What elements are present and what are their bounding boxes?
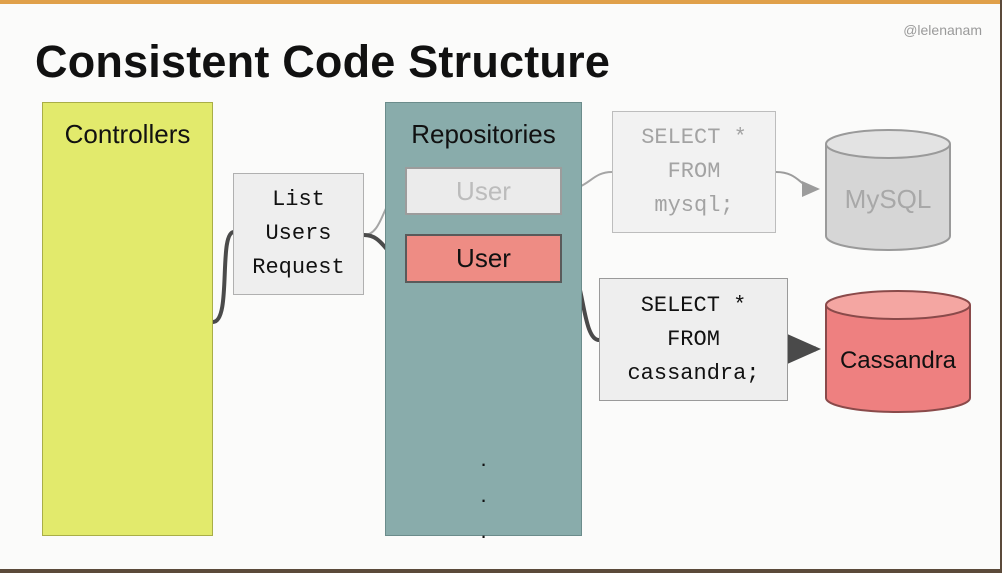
user-repository-mysql: User xyxy=(405,167,562,215)
cassandra-label: Cassandra xyxy=(839,346,957,374)
user-repository-cassandra: User xyxy=(405,234,562,283)
connector-sql-mysql-db xyxy=(775,171,820,197)
mysql-label: MySQL xyxy=(844,183,932,214)
mysql-query-box: SELECT * FROM mysql; xyxy=(612,111,776,233)
connector-controllers-request xyxy=(212,230,235,324)
more-repositories-ellipsis: . . . xyxy=(480,446,487,543)
controllers-label: Controllers xyxy=(64,119,191,149)
repositories-label: Repositories xyxy=(411,119,556,149)
author-handle: @lelenanam xyxy=(903,22,982,38)
cassandra-cylinder-icon xyxy=(825,290,971,413)
connector-sql-cassandra-db xyxy=(775,328,821,369)
cassandra-query-box: SELECT * FROM cassandra; xyxy=(599,278,788,401)
list-users-request-box: List Users Request xyxy=(233,173,364,295)
controllers-column: Controllers xyxy=(42,102,213,536)
page-title: Consistent Code Structure xyxy=(35,36,611,87)
mysql-database: MySQL xyxy=(824,128,952,252)
mysql-cylinder-icon xyxy=(825,129,951,251)
cassandra-database: Cassandra xyxy=(824,289,972,414)
